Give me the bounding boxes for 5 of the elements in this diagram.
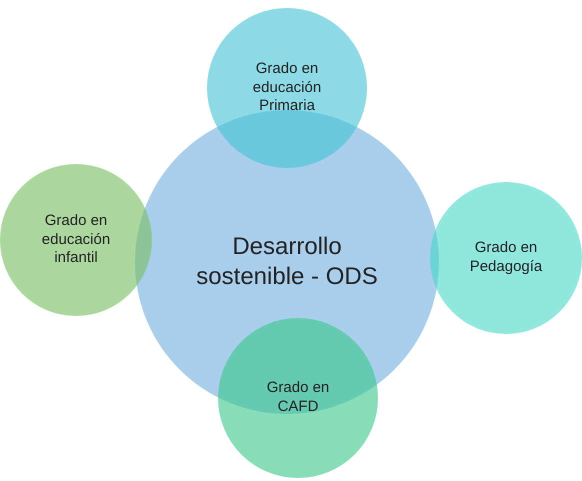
- circle-label: Grado en Pedagogía: [468, 239, 544, 277]
- circle-label: Grado en CAFD: [266, 379, 330, 417]
- circle-label: Grado en educación infantil: [40, 212, 112, 268]
- circle-label: Grado en educación Primaria: [252, 60, 322, 116]
- circle-label: Desarrollo sostenible - ODS: [195, 232, 379, 292]
